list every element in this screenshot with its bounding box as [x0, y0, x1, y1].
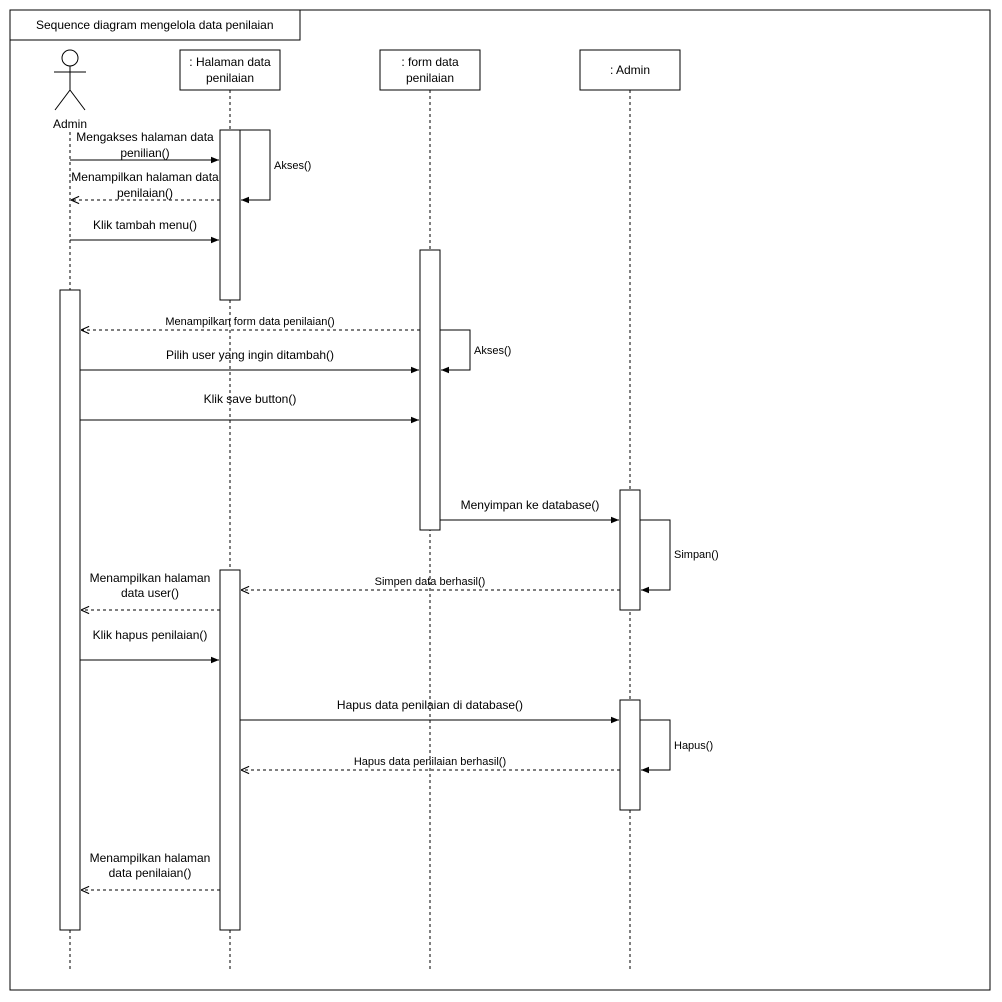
message-arrow-simpan — [640, 519, 671, 594]
message-label-hapus-berhasil: Hapus data penilaian berhasil() — [354, 756, 506, 768]
message-label-hapus-self: Hapus() — [674, 740, 713, 752]
activation-admin-1 — [619, 489, 641, 611]
frame-title: Sequence diagram mengelola data penilaia… — [36, 18, 274, 32]
message-label-klik-hapus: Klik hapus penilaian() — [93, 628, 208, 642]
message-label-simpan: Simpan() — [674, 549, 719, 561]
message-arrow-akses-2 — [440, 329, 471, 374]
actor-admin: Admin — [53, 49, 87, 131]
message-label-menyimpan: Menyimpan ke database() — [461, 498, 600, 512]
message-label-klik-save: Klik save button() — [204, 392, 297, 406]
message-label-menampilkan-form: Menampilkan form data penilaian() — [165, 316, 334, 328]
participant-admin-label: : Admin — [610, 63, 650, 77]
message-label-klik-tambah: Klik tambah menu() — [93, 218, 197, 232]
message-label-akses-1: Akses() — [274, 160, 311, 172]
activation-actor — [59, 289, 81, 931]
message-label-hapus-data: Hapus data penilaian di database() — [337, 698, 523, 712]
message-arrow-hapus-self — [640, 719, 671, 774]
activation-halaman-1 — [219, 129, 241, 301]
participant-admin: : Admin — [579, 49, 681, 91]
activation-halaman-2 — [219, 569, 241, 931]
diagram-frame — [9, 9, 991, 991]
message-arrow-akses-1 — [240, 129, 271, 204]
activation-form — [419, 249, 441, 531]
message-label-simpen-berhasil: Simpen data berhasil() — [375, 576, 486, 588]
actor-head — [61, 49, 79, 67]
actor-label: Admin — [53, 117, 87, 131]
message-label-pilih-user: Pilih user yang ingin ditambah() — [166, 348, 334, 362]
frame-title-tab — [10, 10, 301, 41]
activation-admin-2 — [619, 699, 641, 811]
message-label-akses-2: Akses() — [474, 345, 511, 357]
